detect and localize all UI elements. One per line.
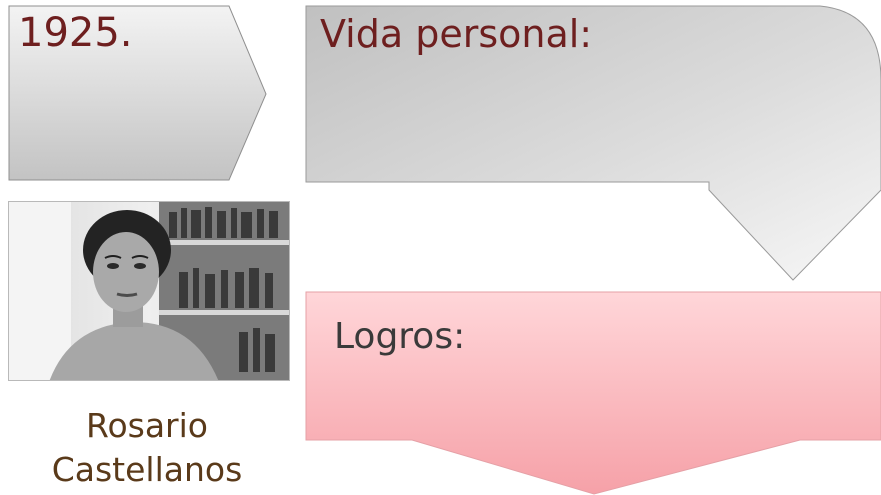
person-name-line1: Rosario (86, 406, 208, 445)
portrait-illustration (9, 202, 289, 380)
logros-label: Logros: (334, 316, 466, 357)
vida-personal-label: Vida personal: (320, 12, 593, 56)
year-arrow-shape (8, 5, 267, 181)
year-label: 1925. (18, 10, 133, 56)
portrait-photo (8, 201, 290, 381)
person-name: Rosario Castellanos (0, 404, 294, 492)
logros-callout-shape (305, 291, 881, 495)
person-name-line2: Castellanos (51, 450, 243, 489)
vida-personal-callout-shape (305, 5, 881, 281)
